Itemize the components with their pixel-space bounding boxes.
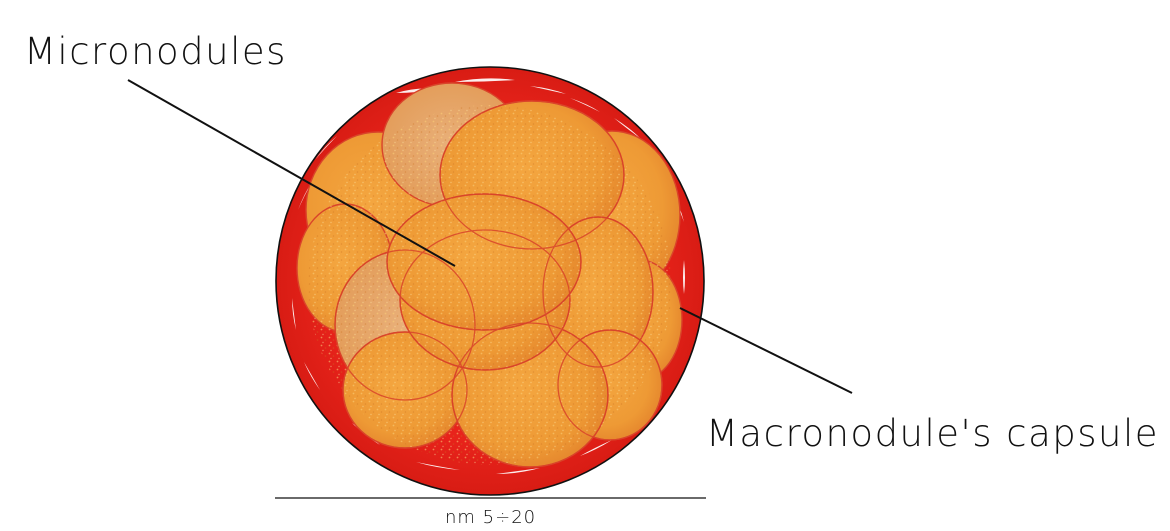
micronodules-leader-line [127, 79, 456, 267]
micronodule-outlines [334, 100, 663, 468]
micronodules-label: Micronodules [24, 30, 287, 73]
nodule-texture [308, 105, 672, 465]
capsule-label: Macronodule's capsule [706, 412, 1160, 455]
scale-label: nm 5÷20 [445, 507, 537, 528]
capsule-leader-line [679, 307, 853, 394]
